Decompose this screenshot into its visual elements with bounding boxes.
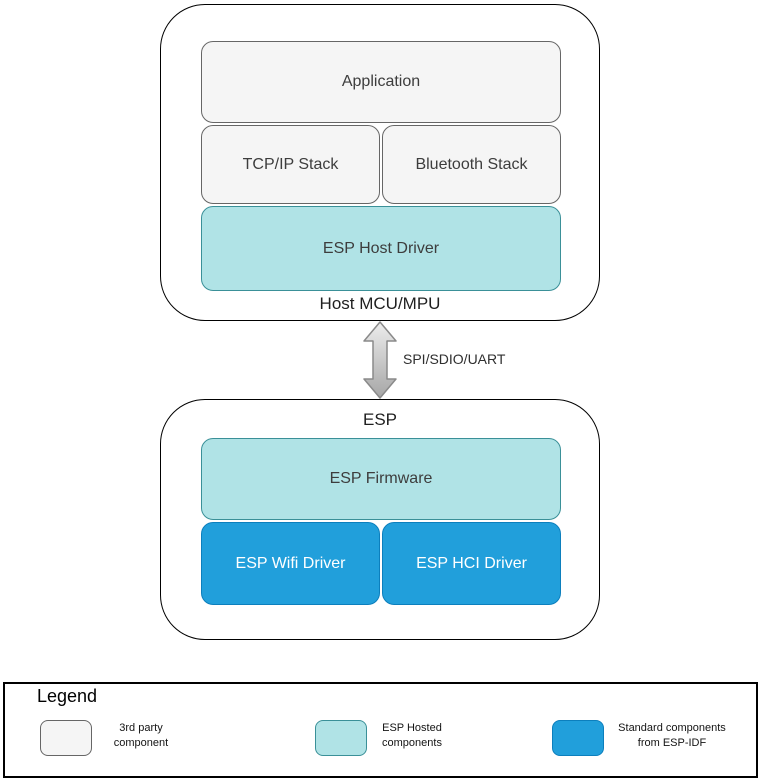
esp-title: ESP [362,410,398,429]
legend-swatch-esp-idf [552,720,604,756]
bluetooth-stack-box: Bluetooth Stack [382,125,561,204]
legend-swatch-3rd-party [40,720,92,756]
host-mcu-title: Host MCU/MPU [319,294,441,313]
legend-swatch-esp-hosted [315,720,367,756]
legend-label-line: 3rd party [119,722,163,734]
esp-wifi-driver-label: ESP Wifi Driver [235,554,346,572]
legend-label-line: Standard components [618,722,726,734]
host-mcu-container: Application TCP/IP Stack Bluetooth Stack… [160,4,600,321]
esp-wifi-driver-box: ESP Wifi Driver [201,522,380,605]
bluetooth-stack-label: Bluetooth Stack [415,155,528,173]
application-label: Application [341,73,421,90]
esp-hci-driver-box: ESP HCI Driver [382,522,561,605]
legend-label-line: ESP Hosted [382,722,442,734]
legend-label-line: components [382,737,442,749]
legend-label-esp-hosted: ESP Hosted components [367,721,457,751]
tcpip-stack-label: TCP/IP Stack [242,155,339,173]
application-box: Application [201,41,561,123]
spi-sdio-uart-label: SPI/SDIO/UART [403,351,506,367]
esp-host-driver-box: ESP Host Driver [201,206,561,291]
legend-panel: Legend 3rd party component ESP Hosted co… [3,682,758,778]
esp-firmware-box: ESP Firmware [201,438,561,520]
esp-host-driver-label: ESP Host Driver [322,239,440,257]
esp-container: ESP ESP Firmware ESP Wifi Driver ESP HCI… [160,399,600,640]
esp-firmware-label: ESP Firmware [329,470,433,487]
esp-hci-driver-label: ESP HCI Driver [416,554,527,572]
legend-label-line: from ESP-IDF [637,737,707,749]
legend-label-3rd-party: 3rd party component [96,721,186,751]
legend-label-line: component [113,737,169,749]
legend-title: Legend [37,686,98,706]
tcpip-stack-box: TCP/IP Stack [201,125,380,204]
bidirectional-arrow-icon [361,321,399,399]
legend-label-esp-idf: Standard components from ESP-IDF [607,721,737,751]
